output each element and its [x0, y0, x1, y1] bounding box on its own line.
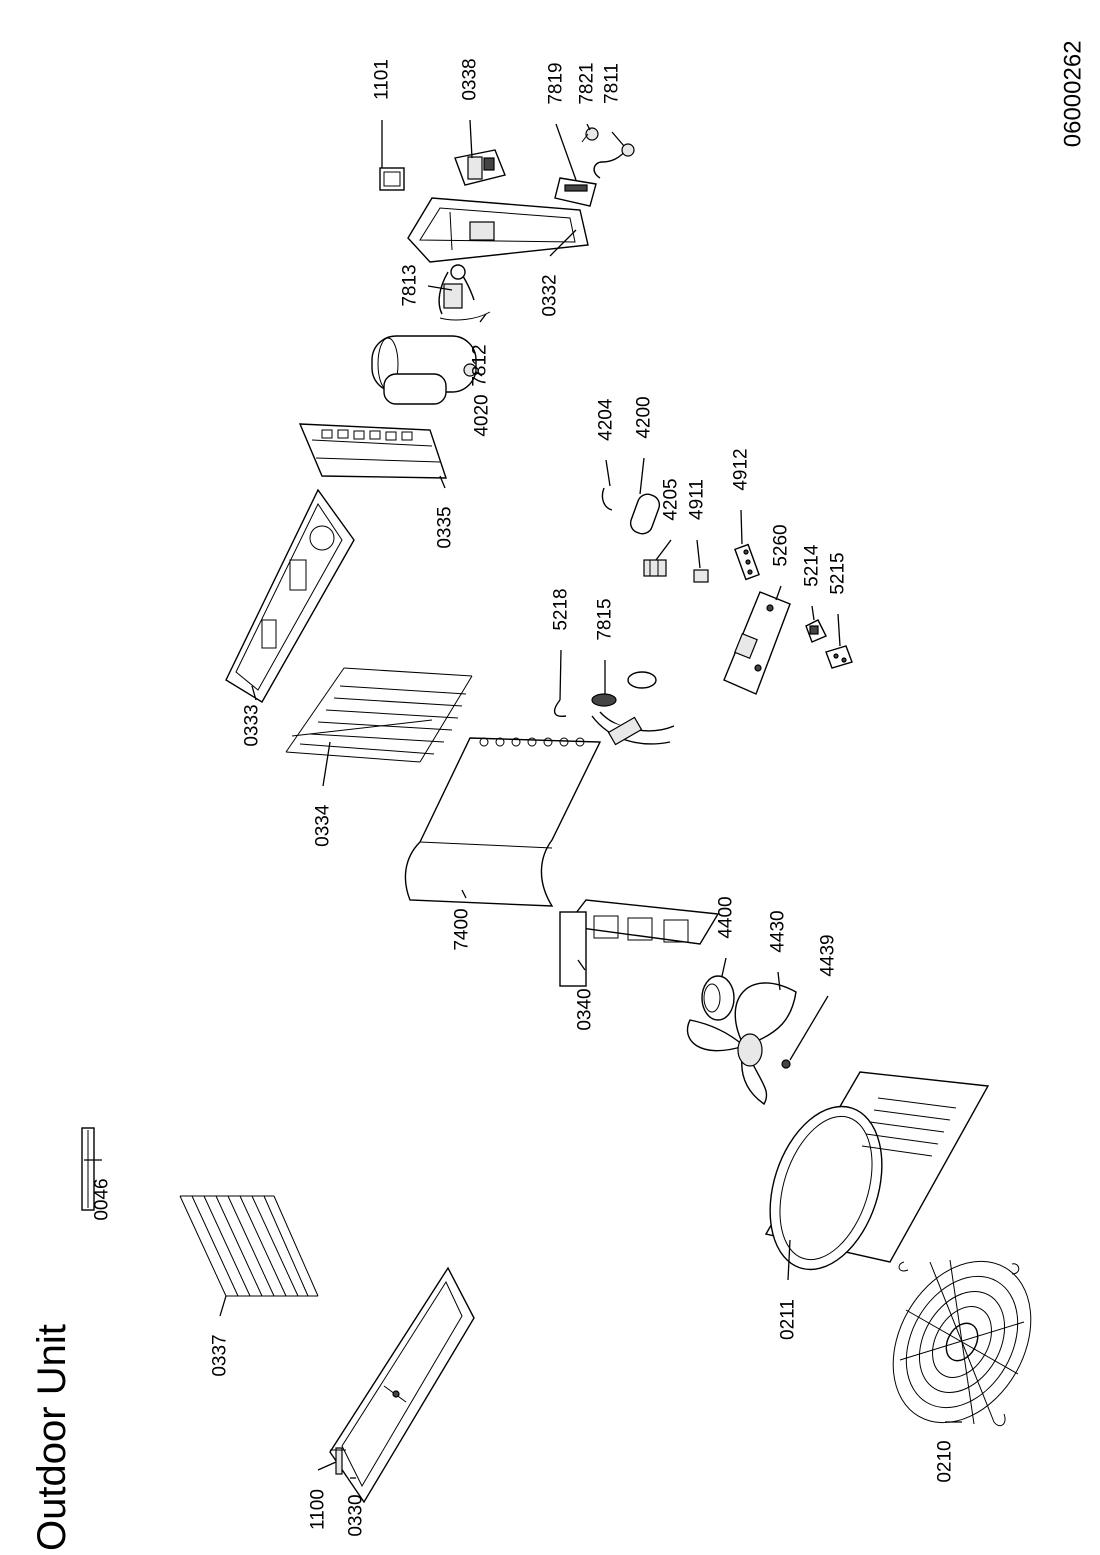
part-5215-drawing [825, 645, 853, 669]
part-7815-drawing [591, 671, 675, 746]
part-label-4911: 4911 [687, 479, 708, 520]
part-label-4204: 4204 [596, 398, 617, 441]
part-5214-drawing [805, 619, 827, 643]
part-label-4430: 4430 [768, 910, 789, 952]
part-0332-drawing [407, 197, 589, 263]
part-label-0337: 0337 [210, 1334, 231, 1376]
part-0210-drawing [892, 1259, 1032, 1427]
part-4439-drawing [781, 1059, 791, 1069]
part-0335-drawing [298, 423, 447, 479]
part-label-0335: 0335 [435, 506, 456, 548]
part-4911-drawing [693, 569, 709, 583]
part-label-0338: 0338 [460, 58, 481, 100]
part-4912-drawing [734, 543, 760, 581]
part-7400-drawing [404, 737, 602, 907]
part-label-5218: 5218 [551, 588, 572, 630]
part-label-1100: 1100 [308, 1489, 329, 1530]
part-0211-drawing [764, 1071, 990, 1271]
part-0338-drawing [454, 149, 506, 186]
leader-lines [84, 119, 962, 1479]
part-label-7821: 7821 [577, 62, 598, 104]
part-4020-drawing [371, 335, 477, 405]
part-4430-drawing [686, 982, 797, 1106]
part-label-7815: 7815 [595, 598, 616, 640]
part-0337-drawing [179, 1195, 319, 1297]
part-label-0333: 0333 [242, 704, 263, 746]
document-number: 06000262 [1060, 40, 1087, 147]
part-0333-drawing [225, 488, 355, 703]
part-label-0334: 0334 [313, 804, 334, 847]
part-label-4439: 4439 [818, 934, 839, 976]
part-1101-drawing [379, 167, 405, 191]
diagram-title: Outdoor Unit [30, 1324, 74, 1551]
part-label-0340: 0340 [575, 988, 596, 1030]
part-label-5214: 5214 [802, 544, 823, 587]
part-label-7813: 7813 [400, 264, 421, 306]
part-0340-drawing [559, 899, 720, 987]
part-7821-drawing [581, 127, 599, 143]
part-label-5260: 5260 [771, 524, 792, 566]
part-label-4400: 4400 [716, 896, 737, 938]
part-label-7400: 7400 [452, 908, 473, 950]
part-5218-drawing [553, 699, 567, 717]
part-label-7811: 7811 [602, 63, 623, 104]
part-4205-drawing [643, 559, 667, 577]
part-0046-drawing [81, 1127, 95, 1211]
part-0334-drawing [285, 667, 473, 763]
part-label-7812: 7812 [470, 344, 491, 386]
part-label-0046: 0046 [92, 1178, 113, 1220]
part-0330-drawing [329, 1266, 475, 1504]
part-label-5215: 5215 [828, 552, 849, 594]
part-labels: 1101 0338 7819 7821 7811 7813 0332 7812 … [92, 58, 956, 1536]
part-label-4205: 4205 [661, 478, 682, 520]
part-label-0210: 0210 [935, 1440, 956, 1482]
part-label-4020: 4020 [472, 394, 493, 436]
part-4204-drawing [601, 487, 613, 511]
part-label-0330: 0330 [346, 1494, 367, 1536]
part-4400-drawing [701, 975, 735, 1021]
part-label-4200: 4200 [634, 396, 655, 438]
part-5260-drawing [723, 591, 791, 695]
part-7811-drawing [593, 143, 635, 179]
part-label-0211: 0211 [778, 1299, 799, 1340]
part-label-7819: 7819 [546, 62, 567, 104]
part-label-0332: 0332 [540, 274, 561, 316]
part-7819-drawing [554, 177, 597, 207]
part-7813-drawing [438, 264, 491, 321]
part-1100-drawing [330, 1447, 346, 1475]
part-4200-drawing [629, 493, 661, 535]
part-label-1101: 1101 [372, 59, 393, 100]
part-label-4912: 4912 [731, 448, 752, 490]
